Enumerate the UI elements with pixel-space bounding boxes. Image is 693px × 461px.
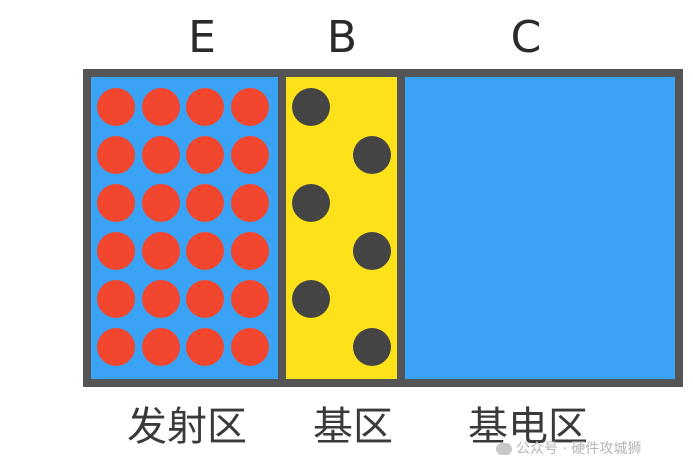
electron-dot: [230, 136, 269, 174]
electron-dot: [230, 184, 269, 222]
watermark-text: 公众号 · 硬件攻城狮: [516, 441, 642, 457]
collector-region: [405, 77, 675, 379]
electron-dot: [97, 88, 135, 126]
hole-dot: [292, 88, 330, 126]
electron-dot: [97, 280, 135, 318]
electron-dot: [141, 232, 180, 270]
electron-dot: [97, 136, 135, 174]
electron-dot: [141, 280, 180, 318]
label-collector-name: 基电区: [468, 404, 588, 450]
emitter-region: [91, 77, 278, 379]
electron-dot: [186, 136, 224, 174]
hole-dot: [292, 280, 330, 318]
chat-bubble-icon: [496, 443, 512, 455]
label-emitter-name: 发射区: [127, 404, 247, 450]
electron-dot: [186, 232, 224, 270]
label-emitter-letter: E: [188, 12, 216, 63]
electron-dot: [186, 88, 224, 126]
electron-dot: [141, 328, 180, 366]
label-collector-letter: C: [510, 12, 542, 63]
electron-dot: [141, 136, 180, 174]
electron-dot: [230, 280, 269, 318]
label-base-name: 基区: [313, 404, 393, 450]
label-base-letter: B: [326, 12, 358, 63]
electron-dot: [186, 328, 224, 366]
hole-dot: [353, 232, 391, 270]
watermark: 公众号 · 硬件攻城狮: [496, 438, 641, 458]
base-region: [286, 77, 397, 379]
hole-dot: [353, 328, 391, 366]
electron-dot: [230, 88, 269, 126]
electron-dot: [97, 184, 135, 222]
electron-dot: [186, 184, 224, 222]
electron-dot: [230, 328, 269, 366]
hole-dot: [292, 184, 330, 222]
electron-dot: [141, 88, 180, 126]
hole-dot: [353, 136, 391, 174]
electron-dot: [97, 232, 135, 270]
electron-dot: [97, 328, 135, 366]
electron-dot: [230, 232, 269, 270]
electron-dot: [186, 280, 224, 318]
transistor-diagram: [83, 69, 683, 387]
electron-dot: [141, 184, 180, 222]
